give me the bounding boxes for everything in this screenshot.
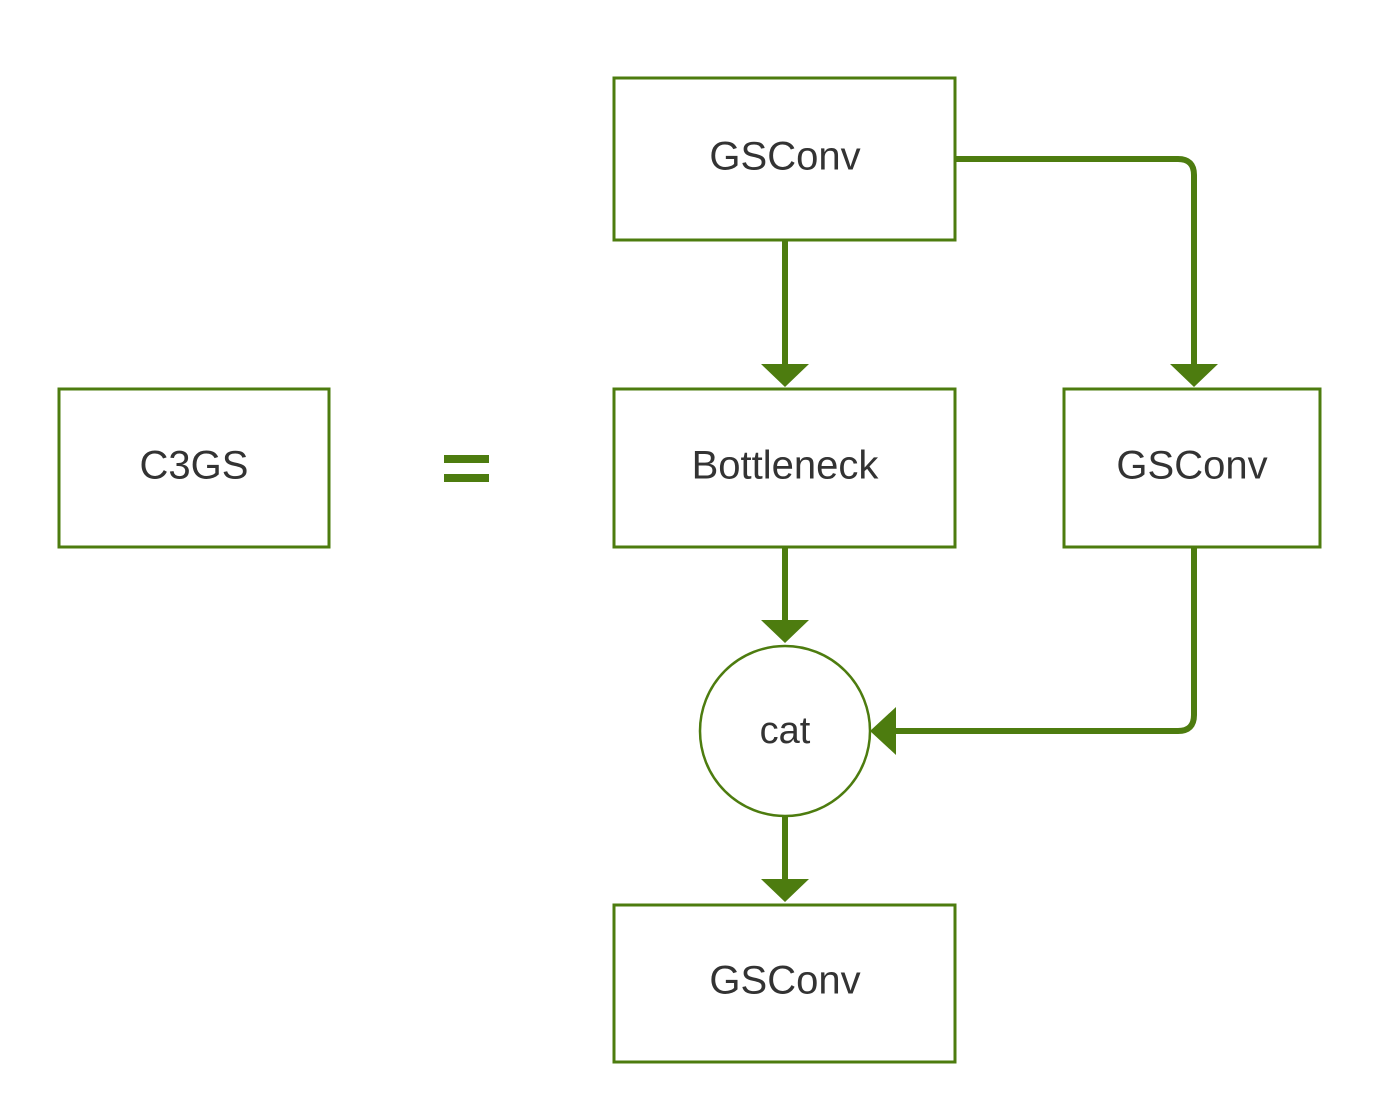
gsconv-right-box [1062,387,1322,549]
gsconv-top-box [612,76,957,242]
c3gs-box [57,387,331,549]
c3gs-block: C3GS [57,387,331,549]
gsconv-bottom-node: GSConv [612,903,957,1064]
gsconv-bottom-box [612,903,957,1064]
equals-bar-top [444,455,489,463]
equals-bar-bottom [444,474,489,482]
arrowheads [761,364,1218,902]
gsconv-top-node: GSConv [612,76,957,242]
arrowhead-down-icon [761,364,809,387]
edges [782,156,1197,882]
cat-label: cat [760,710,811,752]
c3gs-label: C3GS [140,444,249,488]
cat-node: cat [698,644,872,818]
arrowhead-down-icon [761,879,809,902]
arrowhead-left-icon [870,707,896,755]
equals-sign [444,455,489,482]
bottleneck-box [612,387,957,549]
gsconv-bottom-label: GSConv [709,959,860,1003]
arrowhead-down-icon [1170,364,1218,387]
arrowhead-down-icon [761,620,809,643]
bottleneck-label: Bottleneck [692,444,880,488]
edge-gsconv-top-to-gsconv-right [955,156,1197,366]
cat-circle [698,644,872,818]
gsconv-right-node: GSConv [1062,387,1322,549]
edge-gsconv-right-to-cat [894,547,1197,734]
gsconv-right-label: GSConv [1116,444,1267,488]
gsconv-top-label: GSConv [709,135,860,179]
bottleneck-node: Bottleneck [612,387,957,549]
